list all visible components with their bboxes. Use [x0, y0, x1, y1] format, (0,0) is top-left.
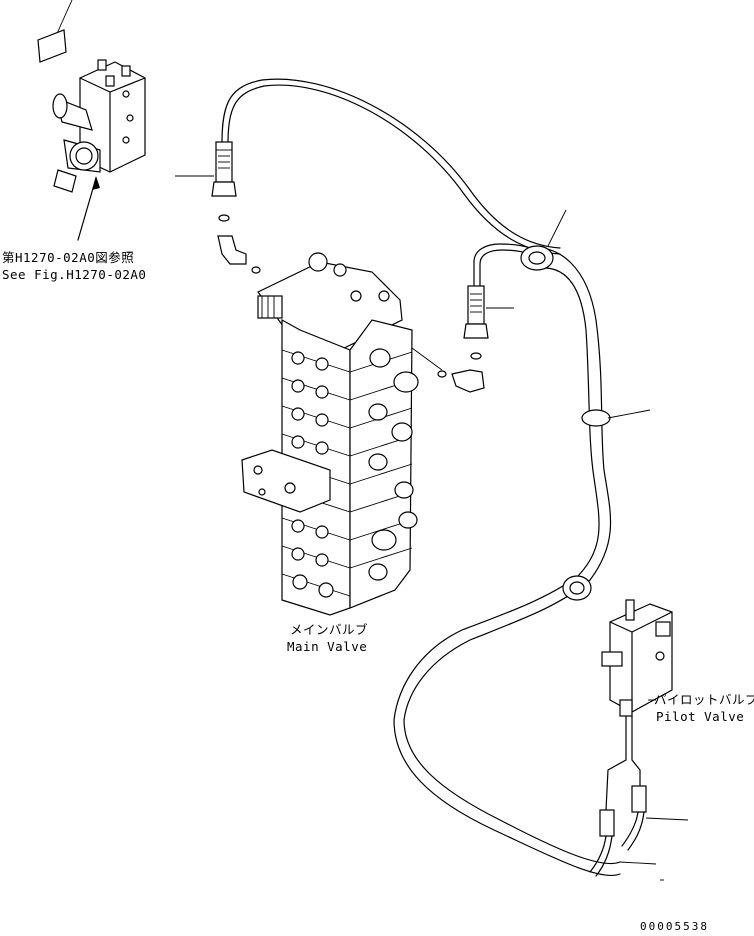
pilot-valve-label-en: Pilot Valve [656, 709, 744, 724]
outer-hose [393, 209, 651, 876]
main-valve-label-en: Main Valve [287, 639, 367, 654]
pilot-valve-label-jp: パイロットバルブ [654, 692, 754, 707]
pilot-valve [601, 599, 673, 717]
hose-clamp [520, 209, 567, 271]
main-valve [241, 252, 419, 616]
tag-plate [37, 29, 67, 63]
hose-clamp [581, 409, 651, 427]
main-valve-label: メインバルブ Main Valve [287, 622, 368, 654]
reference-note-jp: 第H1270-02A0図参照 [2, 250, 134, 265]
upper-hose [175, 78, 561, 274]
reference-block [37, 0, 146, 241]
elbow-fitting [217, 235, 247, 265]
connecting-hose [411, 243, 541, 393]
hose-clamp [562, 575, 592, 601]
pilot-lines [589, 715, 689, 881]
main-valve-label-jp: メインバルブ [290, 622, 368, 637]
drawing-number: 00005538 [640, 920, 709, 933]
reference-note-en: See Fig.H1270-02A0 [2, 267, 146, 282]
o-ring [218, 214, 230, 222]
reference-note: 第H1270-02A0図参照 See Fig.H1270-02A0 [2, 250, 146, 282]
pilot-valve-label: パイロットバルブ Pilot Valve [654, 692, 754, 724]
